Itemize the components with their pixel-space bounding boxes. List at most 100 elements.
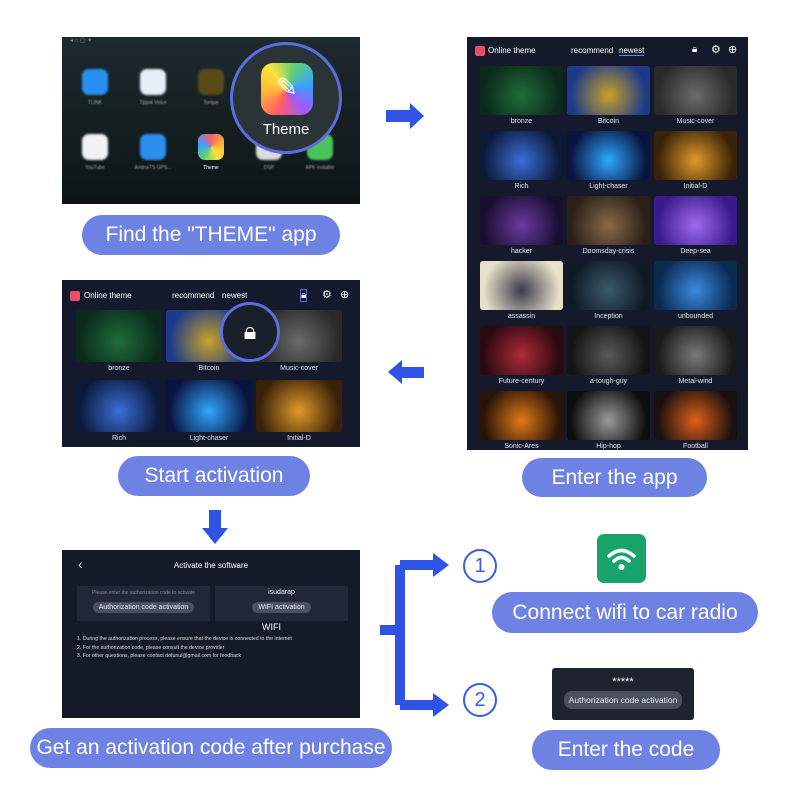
theme-tile-doomsday-crisis[interactable] <box>567 196 650 245</box>
app-label: Torque <box>203 100 219 106</box>
theme-name: Rich <box>111 435 126 442</box>
option2-caption: Enter the code <box>532 730 720 770</box>
theme-tile-metal-wind[interactable] <box>654 326 737 375</box>
theme-name: Light-chaser <box>589 183 628 190</box>
theme-name: Rich <box>514 183 529 190</box>
theme-tile-assassin[interactable] <box>480 261 563 310</box>
app-icon-tlink[interactable] <box>82 69 108 95</box>
auth-code-button[interactable]: Authorization code activation <box>92 602 195 613</box>
back-icon[interactable]: ‹ <box>78 556 83 572</box>
lock-icon[interactable]: 🔒︎ <box>300 289 308 302</box>
app-icon-theme[interactable] <box>198 134 224 160</box>
app-icon-tippal-voice[interactable] <box>140 69 166 95</box>
theme-tile-hacker[interactable] <box>480 196 563 245</box>
auth-prompt: Please enter the authorization code to a… <box>92 590 195 596</box>
lock-icon-large: 🔒︎ <box>243 318 257 345</box>
magnifier: ✎ Theme <box>230 42 342 154</box>
arrow-left-icon <box>400 367 424 378</box>
step3-caption: Start activation <box>118 456 310 496</box>
tab-newest[interactable]: newest <box>619 46 645 56</box>
theme-name: Future-century <box>498 378 545 385</box>
theme-name: Light-chaser <box>189 435 229 442</box>
wifi-icon <box>597 534 646 583</box>
tab-recommend[interactable]: recommend <box>571 46 614 55</box>
theme-tile-bronze[interactable] <box>480 66 563 115</box>
download-icon[interactable]: ⊕ <box>340 289 350 301</box>
theme-name: hacker <box>510 248 532 255</box>
theme-name: bronze <box>510 118 533 125</box>
tab-newest[interactable]: newest <box>222 291 248 300</box>
settings-icon[interactable]: ⚙ <box>322 289 332 301</box>
theme-name: Initial-D <box>683 183 708 190</box>
theme-tile-light-chaser[interactable] <box>567 131 650 180</box>
theme-name: Music-cover <box>676 118 715 125</box>
brush-icon: ✎ <box>276 72 298 102</box>
download-icon[interactable]: ⊕ <box>728 44 738 56</box>
online-theme-app: Online theme recommend newest 🔒︎ ⚙ ⊕ bro… <box>467 37 748 450</box>
note-1: 1. During the authorization process, ple… <box>77 636 292 642</box>
theme-tile-inception[interactable] <box>567 261 650 310</box>
theme-tile-rich[interactable] <box>76 380 162 432</box>
theme-tile-music-cover[interactable] <box>654 66 737 115</box>
theme-tile-sonic-ares[interactable] <box>480 391 563 440</box>
step4-caption: Get an activation code after purchase <box>30 728 392 768</box>
app-label: APK Installer <box>305 165 335 171</box>
bracket-arrows <box>380 553 449 717</box>
theme-tile-initial-d[interactable] <box>256 380 342 432</box>
theme-name: Football <box>683 443 708 450</box>
theme-name: Hip-hop <box>596 443 621 450</box>
theme-name: Bitcoin <box>198 365 220 372</box>
theme-tile-a-tough-guy[interactable] <box>567 326 650 375</box>
theme-tile-deep-sea[interactable] <box>654 196 737 245</box>
theme-name: Sonic-Ares <box>504 443 539 450</box>
wifi-activation-button[interactable]: WIFI activation <box>252 602 311 613</box>
arrow-down-head <box>202 528 228 544</box>
app-title: Online theme <box>488 46 536 55</box>
theme-tile-light-chaser[interactable] <box>166 380 252 432</box>
auth-code-panel: Please enter the authorization code to a… <box>77 586 210 621</box>
theme-name: Metal-wind <box>678 378 713 385</box>
theme-name: Initial-D <box>287 435 311 442</box>
settings-icon[interactable]: ⚙ <box>711 44 721 56</box>
option-1-number: 1 <box>463 549 497 583</box>
theme-tile-rich[interactable] <box>480 131 563 180</box>
theme-name: assassin <box>507 313 536 320</box>
arrow-to-option-1 <box>433 553 449 577</box>
lock-magnifier[interactable]: 🔒︎ <box>220 302 280 362</box>
note-3: 3. For other questions, please contact d… <box>77 653 242 659</box>
arrow-right-head <box>410 103 424 129</box>
theme-tile-bronze[interactable] <box>76 310 162 362</box>
theme-name: Doomsday-crisis <box>582 248 635 255</box>
device-id: isudarap <box>268 589 295 596</box>
masked-code[interactable]: ***** <box>612 676 634 688</box>
screen-title: Activate the software <box>173 561 249 570</box>
theme-tile-football[interactable] <box>654 391 737 440</box>
note-2: 2. For the authorization code, please co… <box>77 644 225 651</box>
app-icon-torque[interactable] <box>198 69 224 95</box>
theme-tile-bitcoin[interactable] <box>567 66 650 115</box>
online-theme-app-activation: Online theme recommend newest 🔒︎ ⚙ ⊕ bro… <box>62 280 360 447</box>
status-bar: ◂ ○ ▢ ✦ <box>70 38 93 44</box>
activate-software-screen: ‹ Activate the software Please enter the… <box>62 550 360 718</box>
app-label: TLINK <box>87 100 103 106</box>
wifi-panel: isudarap WIFI activation <box>215 586 348 621</box>
lock-icon[interactable]: 🔒︎ <box>692 44 698 55</box>
theme-app-icon-large[interactable]: ✎ <box>261 63 313 115</box>
tab-recommend[interactable]: recommend <box>172 291 215 300</box>
theme-name: Music-cover <box>280 365 318 372</box>
theme-name: bronze <box>108 365 130 372</box>
theme-tile-unbounded[interactable] <box>654 261 737 310</box>
theme-tile-future-century[interactable] <box>480 326 563 375</box>
app-title: Online theme <box>84 291 132 300</box>
step1-caption: Find the "THEME" app <box>82 215 340 255</box>
theme-tile-hip-hop[interactable] <box>567 391 650 440</box>
theme-label-large: Theme <box>262 121 310 138</box>
app-logo-icon <box>475 46 485 56</box>
app-icon-androits-gps-[interactable] <box>140 134 166 160</box>
auth-code-button[interactable]: Authorization code activation <box>563 691 683 709</box>
theme-tile-initial-d[interactable] <box>654 131 737 180</box>
app-label: YouTube <box>85 165 105 171</box>
app-icon-youtube[interactable] <box>82 134 108 160</box>
arrow-to-option-2 <box>433 693 449 717</box>
